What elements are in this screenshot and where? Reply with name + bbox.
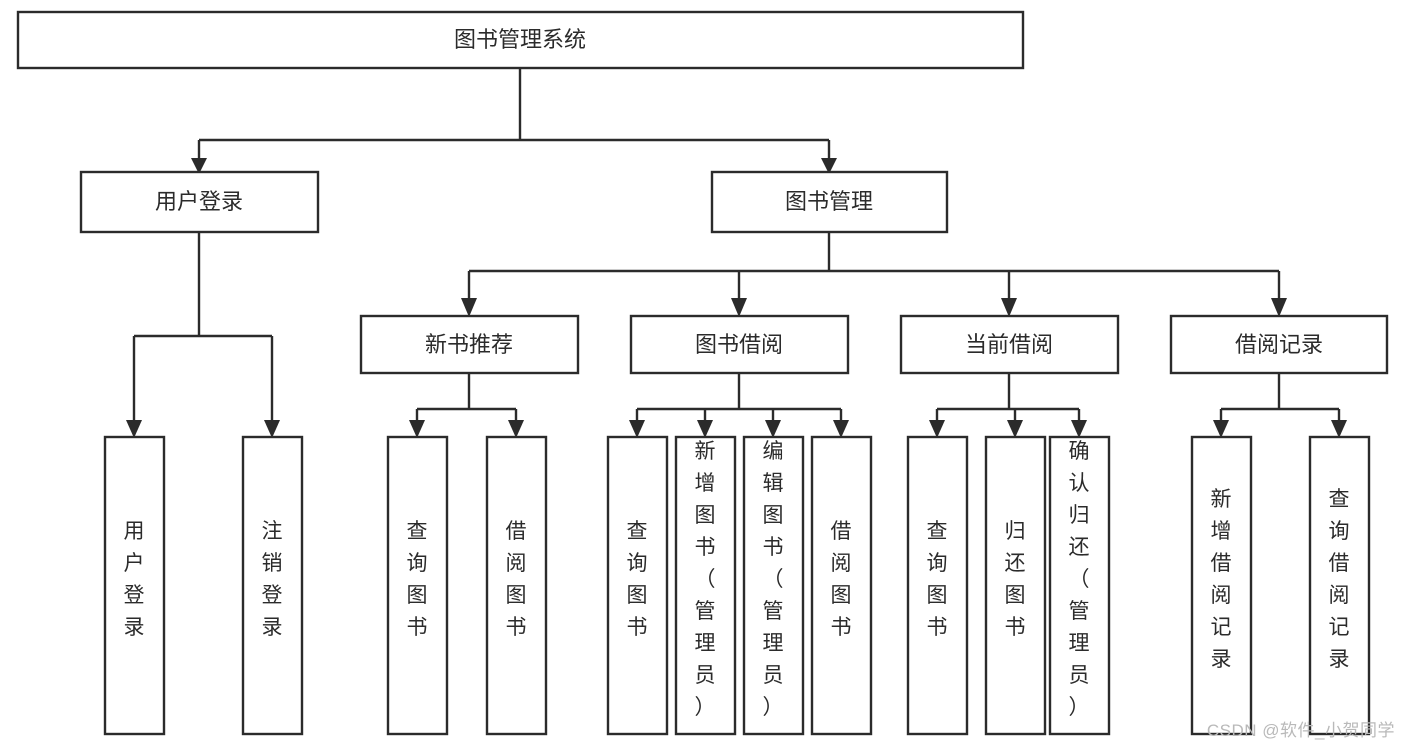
- csdn-watermark: CSDN @软件_小贺同学: [1206, 721, 1395, 740]
- node-leaf-query-book-2-box[interactable]: [606, 435, 669, 736]
- node-leaf-query-record-label: 查询借阅记录: [1329, 488, 1350, 671]
- node-borrow-record-label: 借阅记录: [1235, 332, 1323, 357]
- node-leaf-borrow-book-1-label: 借阅图书: [506, 520, 527, 639]
- arrowhead-leaf-add-book: [697, 420, 713, 438]
- connector-layer: [126, 68, 1347, 438]
- node-leaf-user-logout[interactable]: 注销登录: [241, 435, 304, 736]
- node-leaf-confirm-return[interactable]: 确认归还（管理员）: [1048, 435, 1111, 736]
- node-leaf-query-book-1-label: 查询图书: [407, 520, 428, 639]
- node-leaf-add-record-box[interactable]: [1190, 435, 1253, 736]
- node-leaf-query-book-2[interactable]: 查询图书: [606, 435, 669, 736]
- node-leaf-confirm-return-label: 确认归还（管理员）: [1069, 440, 1090, 719]
- node-current-borrow-label: 当前借阅: [965, 332, 1053, 357]
- arrowhead-book-borrow: [731, 298, 747, 317]
- arrowhead-book-manage: [821, 158, 837, 174]
- node-leaf-query-book-3-label: 查询图书: [927, 520, 948, 639]
- node-leaf-borrow-book-2-box[interactable]: [810, 435, 873, 736]
- arrowhead-new-book-recommend: [461, 298, 477, 317]
- node-book-manage-label: 图书管理: [785, 189, 873, 214]
- node-book-borrow-box[interactable]: [629, 314, 850, 375]
- node-leaf-return-book-box[interactable]: [984, 435, 1047, 736]
- arrowhead-leaf-edit-book: [765, 420, 781, 438]
- arrowhead-leaf-query-book-3: [929, 420, 945, 438]
- node-leaf-query-book-3-box[interactable]: [906, 435, 969, 736]
- arrowhead-user-login: [191, 158, 207, 174]
- node-book-manage[interactable]: 图书管理: [710, 170, 949, 234]
- arrowhead-leaf-confirm-return: [1071, 420, 1087, 438]
- node-leaf-return-book-label: 归还图书: [1005, 520, 1026, 639]
- node-root-box[interactable]: [16, 10, 1025, 70]
- node-leaf-user-logout-box[interactable]: [241, 435, 304, 736]
- arrowhead-leaf-query-record: [1331, 420, 1347, 438]
- node-leaf-edit-book-box[interactable]: [742, 435, 805, 736]
- arrowhead-borrow-record: [1271, 298, 1287, 317]
- node-user-login-box[interactable]: [79, 170, 320, 234]
- node-leaf-edit-book-label: 编辑图书（管理员）: [763, 440, 784, 719]
- node-leaf-borrow-book-1[interactable]: 借阅图书: [485, 435, 548, 736]
- node-current-borrow-box[interactable]: [899, 314, 1120, 375]
- node-user-login[interactable]: 用户登录: [79, 170, 320, 234]
- node-leaf-query-book-3[interactable]: 查询图书: [906, 435, 969, 736]
- node-leaf-query-record-box[interactable]: [1308, 435, 1371, 736]
- arrowhead-leaf-user-logout: [264, 420, 280, 438]
- node-leaf-user-login-label: 用户登录: [124, 520, 145, 639]
- arrowhead-leaf-borrow-book-2: [833, 420, 849, 438]
- arrowhead-current-borrow: [1001, 298, 1017, 317]
- node-leaf-borrow-book-2[interactable]: 借阅图书: [810, 435, 873, 736]
- node-leaf-confirm-return-box[interactable]: [1048, 435, 1111, 736]
- node-leaf-user-login[interactable]: 用户登录: [103, 435, 166, 736]
- node-book-manage-box[interactable]: [710, 170, 949, 234]
- node-borrow-record[interactable]: 借阅记录: [1169, 314, 1389, 375]
- arrowhead-leaf-borrow-book-1: [508, 420, 524, 438]
- node-leaf-borrow-book-2-label: 借阅图书: [831, 520, 852, 639]
- node-leaf-query-book-1-box[interactable]: [386, 435, 449, 736]
- node-leaf-add-book-box[interactable]: [674, 435, 737, 736]
- node-book-borrow-label: 图书借阅: [695, 332, 783, 357]
- node-leaf-return-book[interactable]: 归还图书: [984, 435, 1047, 736]
- node-leaf-user-logout-label: 注销登录: [262, 520, 283, 639]
- node-leaf-query-book-1[interactable]: 查询图书: [386, 435, 449, 736]
- node-new-book-recommend[interactable]: 新书推荐: [359, 314, 580, 375]
- node-current-borrow[interactable]: 当前借阅: [899, 314, 1120, 375]
- node-leaf-add-record-label: 新增借阅记录: [1211, 488, 1232, 671]
- arrowhead-leaf-user-login: [126, 420, 142, 438]
- node-leaf-query-record[interactable]: 查询借阅记录: [1308, 435, 1371, 736]
- arrowhead-leaf-query-book-2: [629, 420, 645, 438]
- node-leaf-query-book-2-label: 查询图书: [627, 520, 648, 639]
- node-borrow-record-box[interactable]: [1169, 314, 1389, 375]
- node-root[interactable]: 图书管理系统: [16, 10, 1025, 70]
- node-leaf-edit-book[interactable]: 编辑图书（管理员）: [742, 435, 805, 736]
- arrowhead-leaf-add-record: [1213, 420, 1229, 438]
- node-leaf-borrow-book-1-box[interactable]: [485, 435, 548, 736]
- node-leaf-add-book-label: 新增图书（管理员）: [695, 440, 716, 719]
- node-leaf-add-record[interactable]: 新增借阅记录: [1190, 435, 1253, 736]
- node-new-book-recommend-box[interactable]: [359, 314, 580, 375]
- node-new-book-recommend-label: 新书推荐: [425, 332, 513, 357]
- arrowhead-leaf-return-book: [1007, 420, 1023, 438]
- node-user-login-label: 用户登录: [155, 189, 243, 214]
- node-leaf-add-book[interactable]: 新增图书（管理员）: [674, 435, 737, 736]
- node-book-borrow[interactable]: 图书借阅: [629, 314, 850, 375]
- arrowhead-leaf-query-book-1: [409, 420, 425, 438]
- node-root-label: 图书管理系统: [454, 27, 586, 52]
- node-leaf-user-login-box[interactable]: [103, 435, 166, 736]
